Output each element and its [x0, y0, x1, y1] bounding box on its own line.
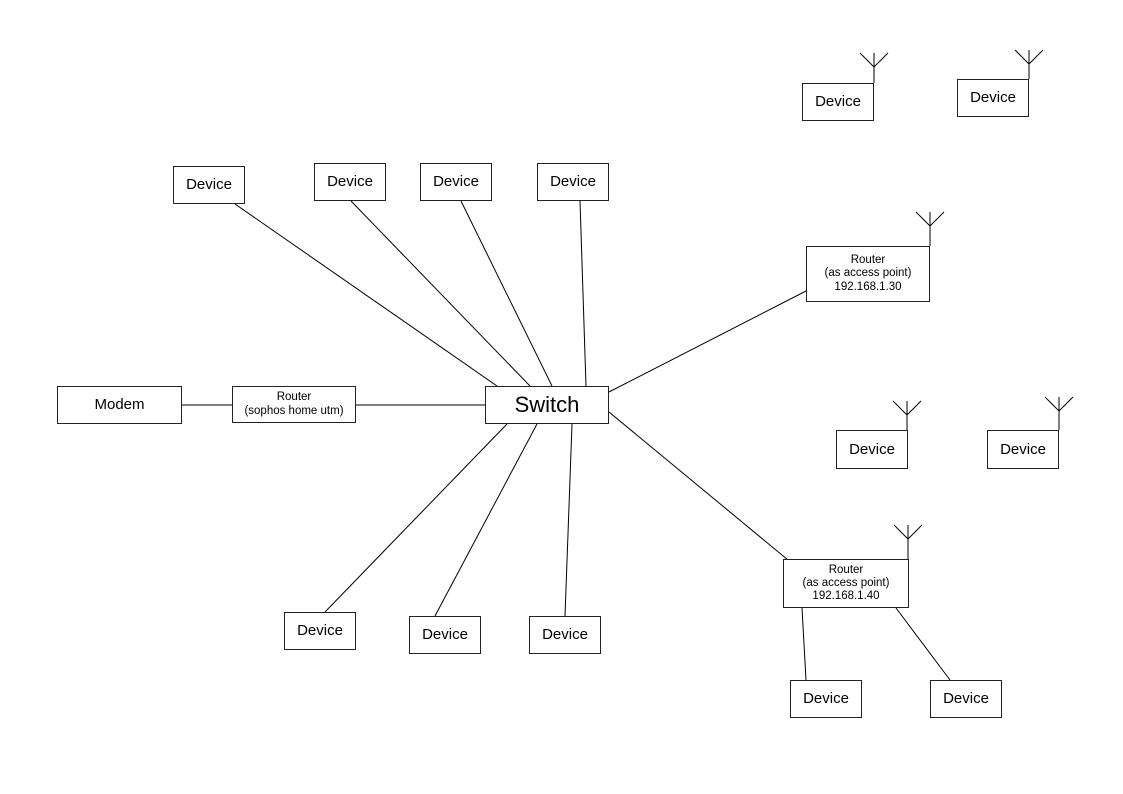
switch-node: Switch: [485, 386, 609, 424]
device-label: Device: [433, 173, 479, 191]
router-ap2-label-2: (as access point): [802, 576, 890, 589]
device-label: Device: [550, 173, 596, 191]
antenna-icon: [915, 211, 945, 246]
antenna-icon: [1044, 396, 1074, 430]
device-node: Device: [930, 680, 1002, 718]
device-node: Device: [173, 166, 245, 204]
device-node: Device: [790, 680, 862, 718]
wireless-device-node: Device: [987, 430, 1059, 469]
link-switch-device-top-1: [234, 203, 498, 387]
link-switch-router-ap1: [608, 290, 807, 393]
link-switch-device-bottom-2: [434, 423, 538, 617]
antenna-icon: [859, 52, 889, 83]
device-node: Device: [284, 612, 356, 650]
router-ap1-label-1: Router: [850, 254, 886, 267]
wireless-device-node: Device: [802, 83, 874, 121]
device-node: Device: [314, 163, 386, 201]
router-main-label-2: (sophos home utm): [244, 404, 344, 417]
device-label: Device: [849, 440, 895, 458]
link-switch-device-bottom-1: [324, 423, 508, 613]
router-main-node: Router (sophos home utm): [232, 386, 356, 423]
device-label: Device: [327, 173, 373, 191]
router-ap1-node: Router (as access point) 192.168.1.30: [806, 246, 930, 302]
device-label: Device: [542, 626, 588, 644]
device-label: Device: [1000, 440, 1046, 458]
link-switch-device-top-2: [350, 200, 531, 387]
antenna-icon: [892, 400, 922, 430]
antenna-icon: [1014, 49, 1044, 79]
switch-label: Switch: [514, 392, 580, 418]
device-node: Device: [537, 163, 609, 201]
device-label: Device: [815, 93, 861, 111]
link-switch-device-bottom-3: [564, 423, 573, 617]
link-switch-device-top-3: [460, 200, 553, 387]
device-label: Device: [186, 176, 232, 194]
router-ap2-node: Router (as access point) 192.168.1.40: [783, 559, 909, 608]
device-label: Device: [422, 626, 468, 644]
link-ap2-device-1: [801, 607, 807, 681]
wireless-device-node: Device: [836, 430, 908, 469]
router-ap2-label-1: Router: [828, 563, 864, 576]
modem-label: Modem: [94, 396, 145, 414]
link-switch-device-top-4: [579, 200, 587, 387]
router-ap2-label-3: 192.168.1.40: [812, 590, 880, 603]
link-ap2-device-2: [895, 607, 951, 681]
link-switch-router-ap2: [608, 411, 789, 561]
device-label: Device: [943, 690, 989, 708]
device-node: Device: [420, 163, 492, 201]
device-label: Device: [970, 89, 1016, 107]
modem-node: Modem: [57, 386, 182, 424]
device-label: Device: [803, 690, 849, 708]
device-label: Device: [297, 622, 343, 640]
device-node: Device: [409, 616, 481, 654]
router-ap1-label-3: 192.168.1.30: [834, 280, 902, 293]
device-node: Device: [529, 616, 601, 654]
router-ap1-label-2: (as access point): [824, 267, 912, 280]
antenna-icon: [893, 524, 923, 559]
wireless-device-node: Device: [957, 79, 1029, 117]
router-main-label-1: Router: [276, 391, 312, 404]
